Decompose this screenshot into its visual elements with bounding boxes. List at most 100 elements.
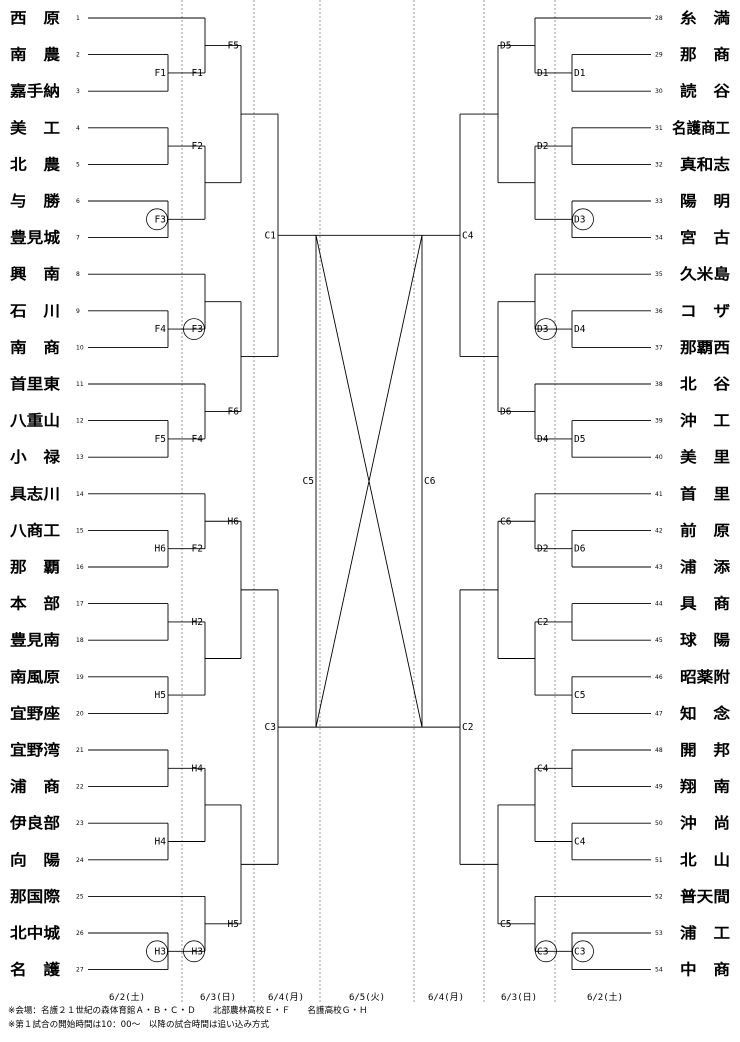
team-name: 西 原 — [10, 9, 60, 27]
team-name: 北 農 — [10, 155, 60, 173]
team-name: 石 川 — [9, 302, 60, 320]
r3-slot-label: D5 — [500, 40, 511, 51]
seed-number: 14 — [76, 491, 84, 498]
r2-slot-label: H3 — [192, 946, 203, 957]
r4-slot-label: C1 — [265, 230, 277, 241]
seed-number: 53 — [655, 930, 663, 937]
seed-number: 30 — [655, 88, 663, 95]
seed-number: 37 — [655, 344, 663, 351]
team-name: 糸 満 — [680, 9, 730, 27]
seed-number: 49 — [655, 784, 663, 791]
r2-slot-label: C2 — [537, 617, 548, 628]
seed-number: 25 — [76, 893, 84, 900]
r3-slot-label: H5 — [228, 919, 239, 930]
seed-number: 9 — [76, 308, 80, 315]
team-name: 開 邦 — [680, 741, 730, 759]
r1-slot-label: F5 — [155, 434, 166, 445]
team-name: 美 里 — [680, 448, 730, 466]
team-name: 前 原 — [680, 521, 730, 539]
seed-number: 4 — [76, 125, 80, 132]
team-name: 北 谷 — [680, 375, 731, 393]
team-name: 那覇西 — [680, 338, 730, 356]
team-name: 北 山 — [680, 851, 730, 869]
seed-number: 3 — [76, 88, 80, 95]
r1-slot-label: F4 — [155, 324, 167, 335]
team-name: 八商工 — [9, 521, 60, 539]
seed-number: 34 — [655, 235, 663, 242]
seed-number: 40 — [655, 454, 663, 461]
r2-slot-label: C3 — [537, 946, 548, 957]
team-name: 知 念 — [680, 704, 730, 722]
team-name: 宮 古 — [680, 229, 730, 247]
seed-number: 7 — [76, 235, 80, 242]
r1-slot-label: C5 — [574, 690, 585, 701]
r3-slot-label: D6 — [500, 406, 512, 417]
seed-number: 2 — [76, 52, 80, 59]
team-name: 豊見城 — [10, 229, 60, 247]
seed-number: 36 — [655, 308, 663, 315]
team-name: 八重山 — [9, 412, 60, 430]
venue-circle-icon — [572, 208, 594, 231]
seed-number: 21 — [76, 747, 84, 754]
team-name: 名護商工 — [672, 119, 730, 137]
team-name: 伊良部 — [9, 814, 60, 832]
seed-number: 45 — [655, 637, 663, 644]
seed-number: 26 — [76, 930, 84, 937]
team-name: 名 護 — [10, 961, 61, 979]
venue-circle-icon — [183, 940, 205, 963]
team-name: 宜野湾 — [10, 741, 60, 759]
team-name: 向 陽 — [10, 851, 60, 869]
seed-number: 50 — [655, 820, 663, 827]
venue-note: ※会場：名護２１世紀の森体育館Ａ・Ｂ・Ｃ・Ｄ 北部農林高校Ｅ・Ｆ 名護高校Ｇ・Ｈ — [8, 1006, 368, 1016]
r2-slot-label: H4 — [192, 763, 204, 774]
seed-number: 16 — [76, 564, 84, 571]
seed-number: 52 — [655, 893, 663, 900]
seed-number: 46 — [655, 674, 663, 681]
r1-slot-label: F1 — [155, 68, 167, 79]
seed-number: 12 — [76, 418, 84, 425]
team-name: 陽 明 — [680, 192, 730, 210]
team-name: 宜野座 — [10, 704, 60, 722]
r3-slot-label: C6 — [500, 516, 512, 527]
r4-slot-label: C3 — [265, 722, 276, 733]
venue-circle-icon — [535, 318, 557, 341]
team-name: 首 里 — [680, 485, 730, 503]
r2-slot-label: C4 — [537, 763, 549, 774]
r2-slot-label: F2 — [192, 141, 203, 152]
seed-number: 23 — [76, 820, 84, 827]
r1-slot-label: H4 — [155, 837, 167, 848]
team-name: 浦 商 — [10, 778, 60, 796]
seed-number: 42 — [655, 527, 663, 534]
r1-slot-label: H5 — [155, 690, 166, 701]
day-label: 6/5(火) — [349, 992, 385, 1003]
r1-slot-label: H6 — [155, 544, 167, 555]
team-name: 浦 工 — [680, 924, 730, 942]
r2-slot-label: F4 — [192, 434, 204, 445]
r2-slot-label: D3 — [537, 324, 548, 335]
team-name: 首里東 — [10, 375, 60, 393]
team-name: 美 工 — [10, 119, 60, 137]
seed-number: 48 — [655, 747, 663, 754]
team-name: 本 部 — [10, 595, 60, 613]
seed-number: 27 — [76, 967, 84, 974]
team-name: コ ザ — [680, 302, 730, 320]
seed-number: 11 — [76, 381, 84, 388]
team-name: 真和志 — [680, 155, 730, 173]
seed-number: 33 — [655, 198, 663, 205]
seed-number: 8 — [76, 271, 80, 278]
start-time-note: ※第１試合の開始時間は10：00～ 以降の試合時間は追い込み方式 — [8, 1020, 270, 1030]
seed-number: 19 — [76, 674, 84, 681]
seed-number: 28 — [655, 15, 663, 22]
seed-number: 43 — [655, 564, 663, 571]
seed-number: 35 — [655, 271, 663, 278]
r1-slot-label: D3 — [574, 214, 585, 225]
r2-slot-label: D2 — [537, 544, 548, 555]
seed-number: 38 — [655, 381, 663, 388]
day-label: 6/2(土) — [109, 991, 145, 1003]
seed-number: 24 — [76, 857, 84, 864]
day-labels: 6/2(土)6/3(日)6/4(月)6/5(火)6/4(月)6/3(日)6/2(… — [109, 991, 623, 1003]
venue-circle-icon — [146, 208, 168, 231]
team-name: 読 谷 — [680, 82, 731, 100]
venue-circle-icon — [146, 940, 168, 963]
seed-number: 13 — [76, 454, 84, 461]
